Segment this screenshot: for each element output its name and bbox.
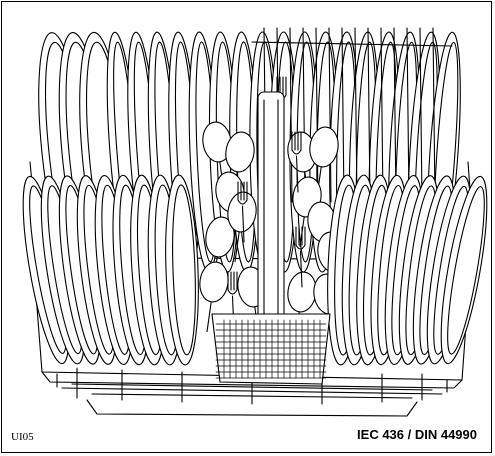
rear-tine-rack (251, 27, 453, 203)
standard-label: IEC 436 / DIN 44990 (357, 427, 477, 442)
rack-tine (432, 27, 436, 203)
rack-tine (406, 27, 410, 203)
rack-rail (251, 41, 453, 47)
rack-tine (315, 27, 319, 203)
front-plate (165, 174, 199, 366)
fork (295, 226, 306, 288)
rack-tine (289, 27, 293, 203)
figure-code-label: UI05 (11, 431, 34, 443)
cutlery-basket-handle (257, 91, 285, 333)
fork (291, 131, 302, 193)
cutlery-basket (211, 313, 331, 385)
fork (237, 181, 248, 243)
front-plate (440, 175, 488, 365)
cutlery-group (199, 76, 347, 345)
rack-tine (419, 27, 423, 203)
spoon (227, 191, 257, 263)
rack-tine (341, 27, 345, 203)
spoon (309, 126, 339, 198)
front-plate-row (22, 174, 488, 366)
rack-tine (367, 27, 371, 203)
rack-tine (354, 27, 358, 203)
rack-tine (380, 27, 384, 203)
rack-tine (393, 27, 397, 203)
rack-tine (328, 27, 332, 203)
